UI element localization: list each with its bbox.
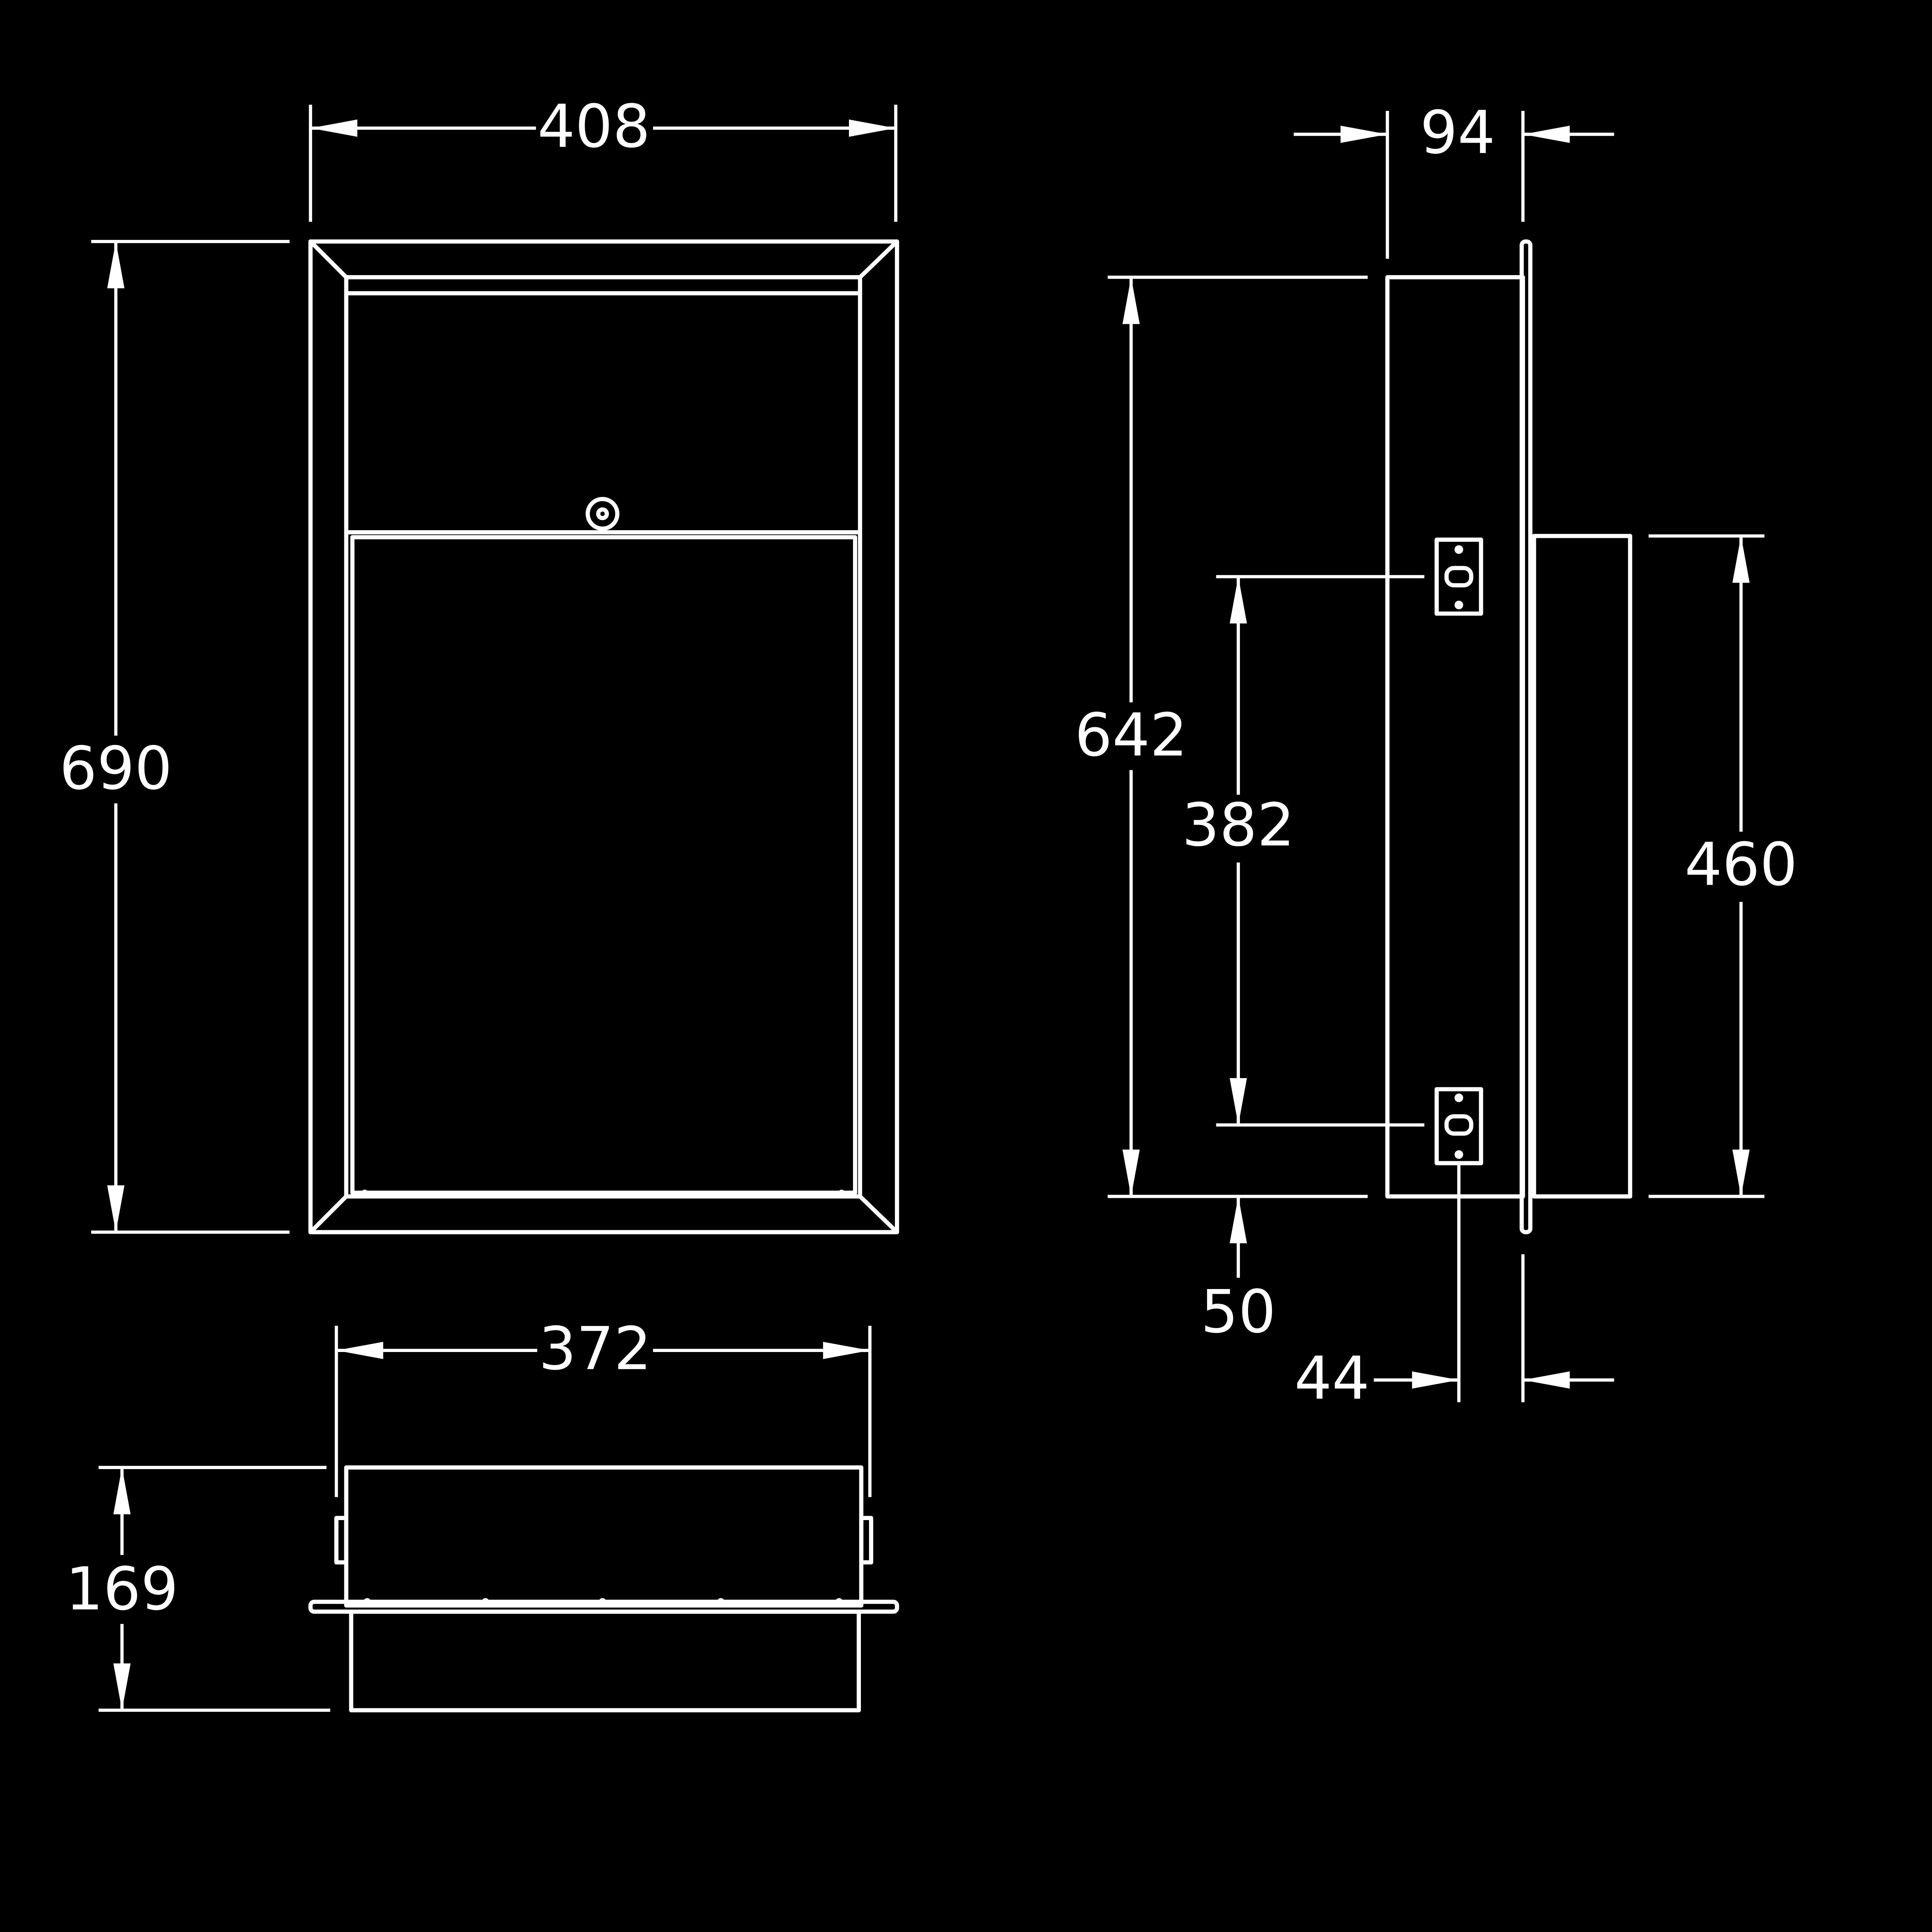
front-view <box>308 239 899 1235</box>
screw-dot <box>599 1598 606 1605</box>
bottom-view <box>308 1465 899 1713</box>
screw-dot <box>363 1598 371 1605</box>
dim-bin-height: 460 <box>1648 534 1798 1198</box>
bottom-bin <box>349 1609 861 1713</box>
frame-bevel-bl <box>308 1194 349 1235</box>
side-tab-right <box>859 1516 873 1565</box>
dim-bracket-offset: 44 <box>1294 1163 1614 1413</box>
front-door-panel <box>350 535 857 1195</box>
screw-dot <box>717 1598 724 1605</box>
label-bracket-spacing: 382 <box>1182 791 1295 860</box>
label-side-body-height: 642 <box>1075 701 1187 770</box>
dim-side-depth: 94 <box>1294 99 1614 259</box>
label-bracket-offset: 44 <box>1294 1344 1370 1413</box>
label-bin-height: 460 <box>1685 830 1798 899</box>
dim-bottom-width: 372 <box>335 1315 872 1497</box>
screw-dot <box>835 1598 843 1605</box>
lock-keyhole <box>596 507 609 520</box>
label-bottom-depth: 169 <box>66 1555 179 1624</box>
side-body <box>1385 275 1525 1199</box>
front-outer-frame <box>308 239 899 1235</box>
side-front-plate <box>1519 239 1532 1235</box>
label-bottom-offset: 50 <box>1201 1278 1276 1347</box>
side-bin <box>1532 534 1633 1199</box>
wall-bracket-bottom <box>1434 1087 1483 1165</box>
dim-bracket-spacing: 382 <box>1182 575 1425 1127</box>
screw-dot <box>481 1598 489 1605</box>
dim-side-body-height: 642 <box>1075 276 1368 1198</box>
lock-icon <box>585 497 619 531</box>
dim-front-width: 408 <box>309 92 898 222</box>
side-tab-left <box>334 1516 349 1565</box>
side-view <box>1385 239 1633 1235</box>
dim-bottom-depth: 169 <box>66 1466 330 1712</box>
label-front-width: 408 <box>537 92 650 161</box>
label-side-depth: 94 <box>1420 99 1495 167</box>
screw-dot <box>838 1189 845 1196</box>
frame-bevel-tl <box>308 239 349 279</box>
label-bottom-width: 372 <box>539 1315 651 1383</box>
bottom-body <box>344 1465 864 1608</box>
screw-dot <box>361 1189 368 1196</box>
wall-bracket-top <box>1434 537 1483 616</box>
front-inner-frame <box>344 275 862 1199</box>
frame-bevel-br <box>858 1194 899 1235</box>
dim-bottom-offset: 50 <box>1201 1196 1276 1347</box>
label-front-height: 690 <box>60 734 172 803</box>
dim-front-height: 690 <box>60 240 290 1234</box>
frame-bevel-tr <box>858 239 899 279</box>
